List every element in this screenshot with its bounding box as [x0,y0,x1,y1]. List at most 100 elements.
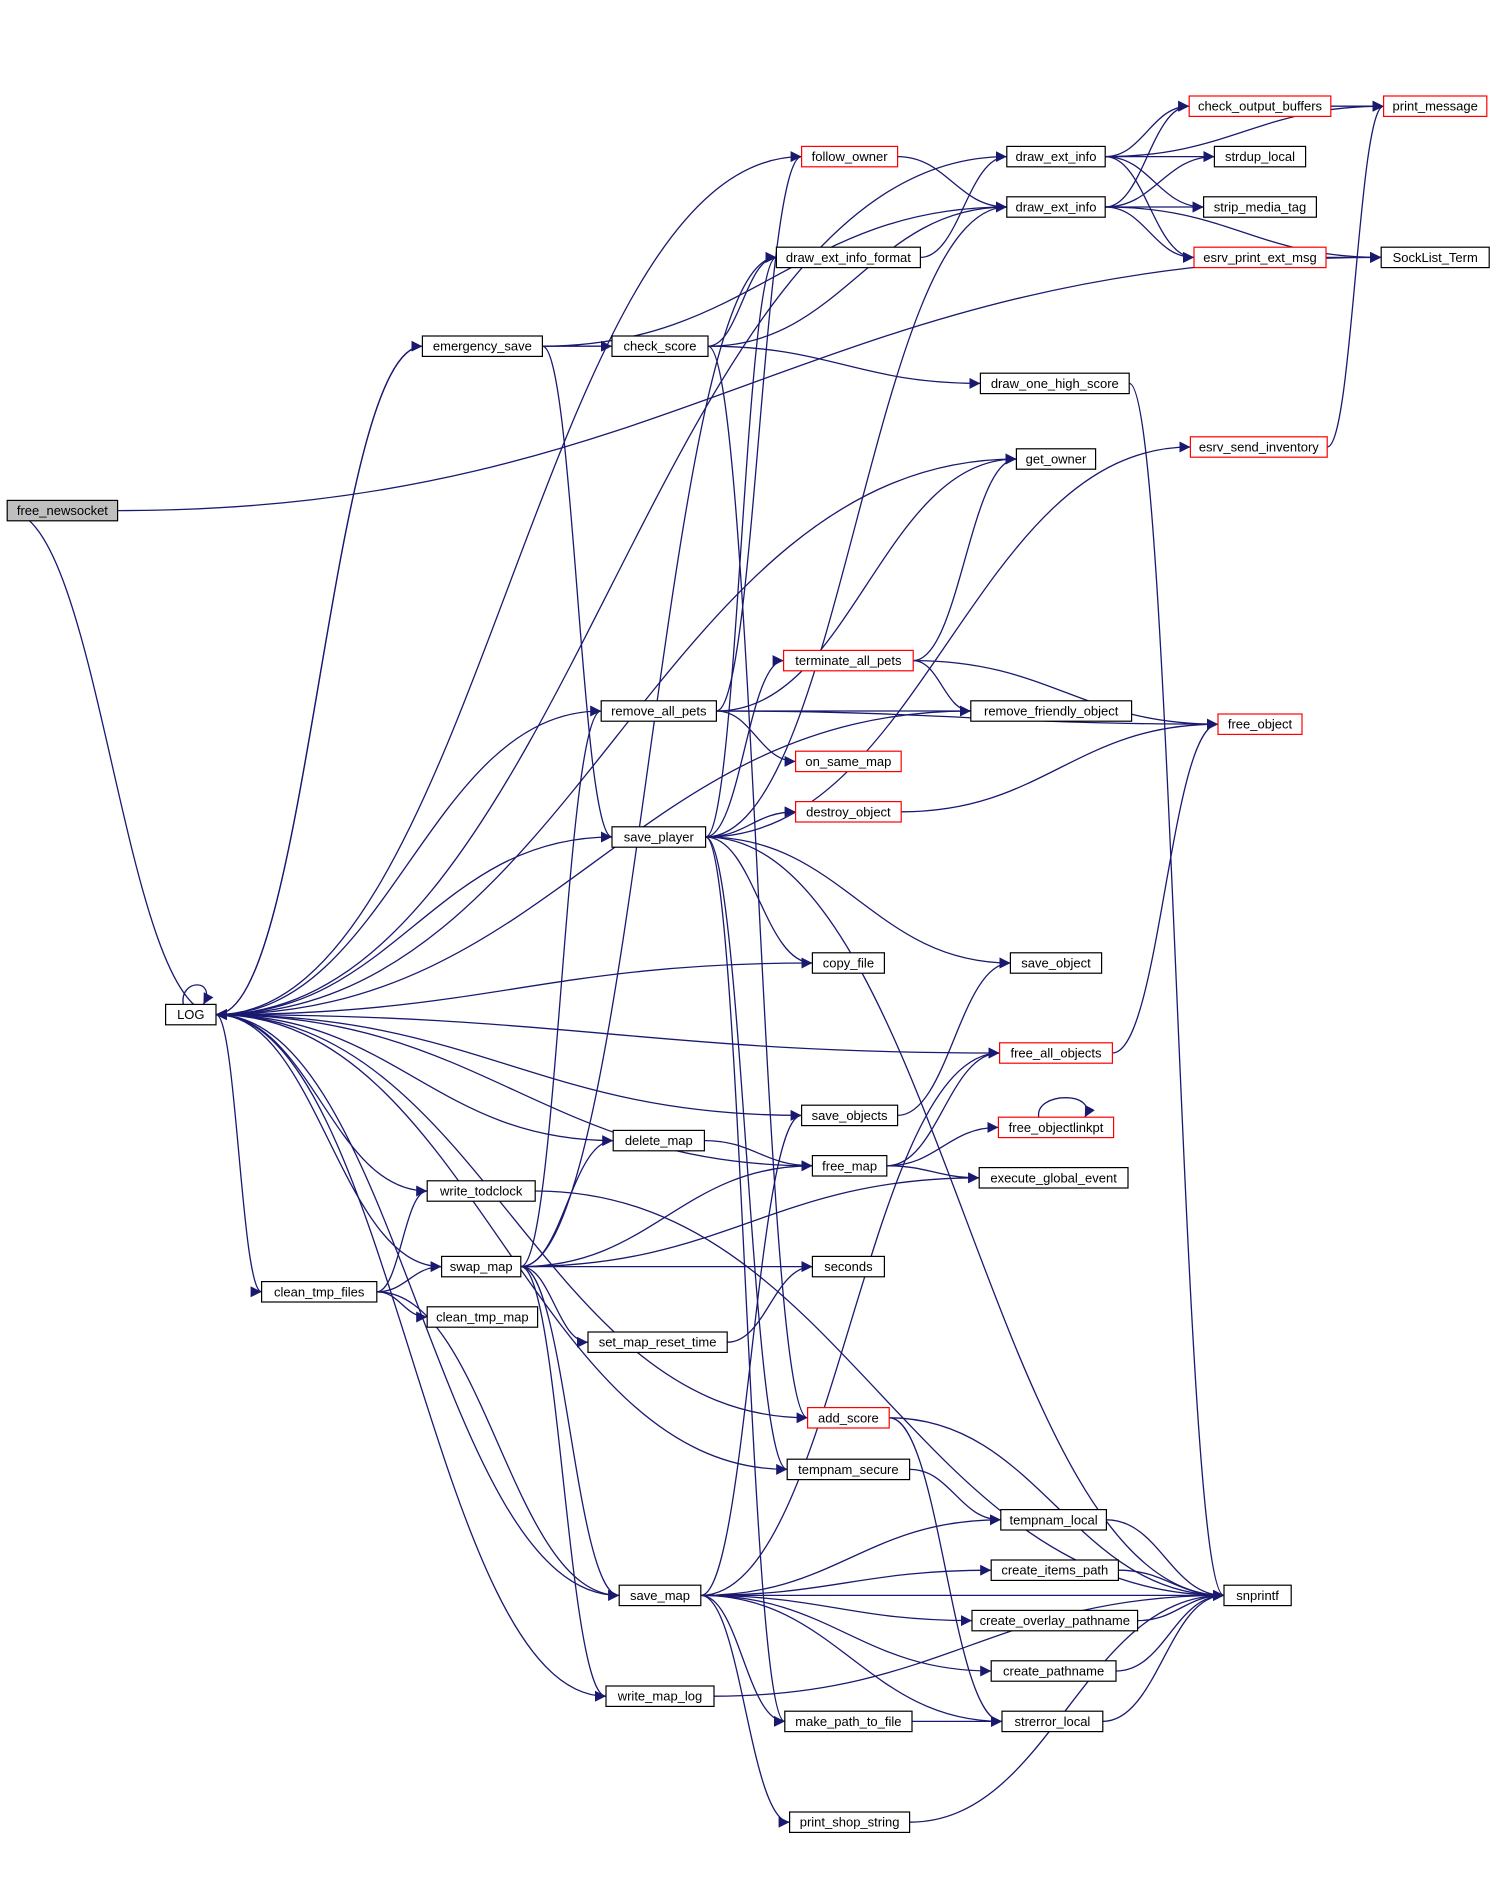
edge-log-to-log [182,984,214,1005]
node-free-newsocket[interactable]: free_newsocket [6,499,119,522]
node-box [1217,713,1303,735]
node-box [1006,145,1106,168]
node-label: tempnam_local [1010,1512,1098,1527]
node-draw-one-high-score[interactable]: draw_one_high_score [979,372,1130,395]
edge-draw-ext-info-b-to-socklist-term [1105,206,1382,263]
node-strerror-local[interactable]: strerror_local [1001,1710,1104,1733]
node-label: write_map_log [617,1689,703,1704]
node-check-score[interactable]: check_score [611,335,709,357]
node-label: set_map_reset_time [599,1335,717,1350]
node-clean-tmp-map[interactable]: clean_tmp_map [426,1306,539,1328]
edge-log-to-clean-tmp-files [215,1013,262,1298]
node-print-message[interactable]: print_message [1382,95,1488,117]
node-free-objectlinkpt[interactable]: free_objectlinkpt [997,1116,1115,1139]
node-box [1015,448,1097,470]
node-save-player[interactable]: save_player [611,826,707,848]
edge-swap-map-to-free-map [520,1160,813,1268]
node-label: remove_friendly_object [984,704,1119,719]
node-save-object[interactable]: save_object [1009,952,1103,974]
node-label: delete_map [625,1133,693,1148]
node-get-owner[interactable]: get_owner [1015,448,1097,470]
node-execute-global-event[interactable]: execute_global_event [978,1166,1129,1189]
edge-draw-ext-info-b-to-esrv-print-ext-msg [1105,206,1195,263]
node-set-map-reset-time[interactable]: set_map_reset_time [587,1331,728,1353]
node-free-map[interactable]: free_map [811,1154,888,1177]
node-box [786,1458,911,1481]
edge-draw-ext-info-a-to-print-message [1105,100,1384,158]
node-draw-ext-info-b[interactable]: draw_ext_info [1006,196,1106,218]
node-make-path-to-file[interactable]: make_path_to_file [784,1710,913,1733]
node-write-map-log[interactable]: write_map_log [605,1685,715,1707]
edge-save-map-to-create-pathname [700,1594,992,1677]
edge-remove-all-pets-to-free-object [716,710,1219,730]
node-add-score[interactable]: add_score [806,1406,890,1429]
node-label: check_output_buffers [1198,99,1323,114]
node-socklist-term[interactable]: SockList_Term [1380,246,1490,269]
node-label: save_map [630,1588,690,1603]
node-write-todclock[interactable]: write_todclock [426,1180,536,1202]
edge-follow-owner-to-draw-ext-info-b [897,155,1007,213]
node-clean-tmp-files[interactable]: clean_tmp_files [261,1280,378,1303]
node-free-all-objects[interactable]: free_all_objects [998,1042,1113,1064]
node-label: strip_media_tag [1214,200,1307,215]
node-follow-owner[interactable]: follow_owner [800,145,899,168]
edge-clean-tmp-files-to-clean-tmp-map [376,1291,428,1323]
node-label: check_score [624,339,697,354]
node-box [421,335,543,357]
node-create-pathname[interactable]: create_pathname [990,1660,1117,1682]
node-save-map[interactable]: save_map [618,1584,702,1607]
node-copy-file[interactable]: copy_file [811,952,886,974]
node-swap-map[interactable]: swap_map [441,1255,522,1278]
node-save-objects[interactable]: save_objects [800,1104,899,1127]
node-check-output-buffers[interactable]: check_output_buffers [1188,95,1332,117]
node-box [990,1559,1120,1581]
node-free-object[interactable]: free_object [1217,713,1303,735]
node-box [788,1811,911,1833]
node-create-overlay-pathname[interactable]: create_overlay_pathname [971,1609,1139,1632]
edge-free-map-to-free-all-objects [886,1047,1000,1167]
edge-terminate-all-pets-to-free-object [913,659,1219,730]
node-tempnam-secure[interactable]: tempnam_secure [786,1458,911,1481]
node-emergency-save[interactable]: emergency_save [421,335,543,357]
edge-add-score-to-snprintf [889,1417,1225,1601]
node-strip-media-tag[interactable]: strip_media_tag [1202,196,1317,218]
node-box [165,1003,217,1026]
node-on-same-map[interactable]: on_same_map [794,750,902,773]
node-remove-friendly-object[interactable]: remove_friendly_object [970,700,1133,722]
node-strdup-local[interactable]: strdup_local [1213,145,1307,168]
edge-check-score-to-add-score [707,345,808,1424]
node-label: create_overlay_pathname [980,1613,1130,1628]
edge-save-objects-to-log [215,1009,802,1117]
node-delete-map[interactable]: delete_map [612,1129,706,1152]
node-box [782,649,914,672]
node-label: copy_file [823,956,874,971]
node-terminate-all-pets[interactable]: terminate_all_pets [782,649,914,672]
edge-terminate-all-pets-to-remove-friendly-object [913,659,971,717]
node-esrv-print-ext-msg[interactable]: esrv_print_ext_msg [1193,246,1327,269]
node-create-items-path[interactable]: create_items_path [990,1559,1120,1581]
node-snprintf[interactable]: snprintf [1223,1584,1292,1607]
node-remove-all-pets[interactable]: remove_all_pets [600,700,718,722]
node-box [990,1660,1117,1682]
node-destroy-object[interactable]: destroy_object [794,800,902,823]
node-print-shop-string[interactable]: print_shop_string [788,1811,911,1833]
edge-save-player-to-draw-ext-info-b [705,201,1007,838]
node-log[interactable]: LOG [165,1003,217,1026]
node-seconds[interactable]: seconds [811,1255,886,1278]
node-draw-ext-info-a[interactable]: draw_ext_info [1006,145,1106,168]
node-box [794,800,902,823]
node-draw-ext-info-format[interactable]: draw_ext_info_format [775,246,922,269]
node-esrv-send-inventory[interactable]: esrv_send_inventory [1189,436,1328,458]
edge-draw-one-high-score-to-snprintf [1128,382,1225,1601]
node-label: SockList_Term [1393,250,1478,265]
node-box [1193,246,1327,269]
edge-write-todclock-to-snprintf [535,1190,1225,1601]
edge-emergency-save-to-log [215,345,423,1021]
edge-strerror-local-to-snprintf [1102,1589,1225,1723]
node-tempnam-local[interactable]: tempnam_local [1000,1508,1107,1531]
edge-save-player-to-destroy-object [705,806,796,838]
node-box [1189,436,1328,458]
edge-clean-tmp-files-to-write-todclock [376,1185,428,1293]
edge-save-player-to-snprintf [705,836,1225,1601]
